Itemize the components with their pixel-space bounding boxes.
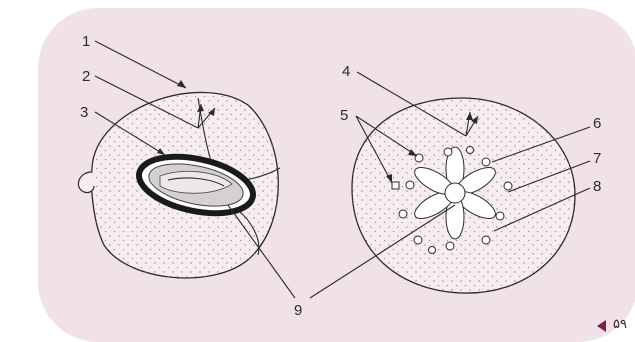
label-2: 2: [82, 68, 90, 85]
page-arrow-icon: [597, 320, 606, 332]
label-1: 1: [82, 33, 90, 50]
label-4: 4: [342, 63, 350, 80]
label-7: 7: [593, 150, 601, 167]
label-3: 3: [80, 104, 88, 121]
right-cell: [352, 98, 575, 293]
label-6: 6: [593, 115, 601, 132]
page-number: ۵۹: [613, 317, 627, 332]
label-5: 5: [340, 107, 348, 124]
label-9: 9: [294, 302, 302, 319]
label-8: 8: [593, 178, 601, 195]
